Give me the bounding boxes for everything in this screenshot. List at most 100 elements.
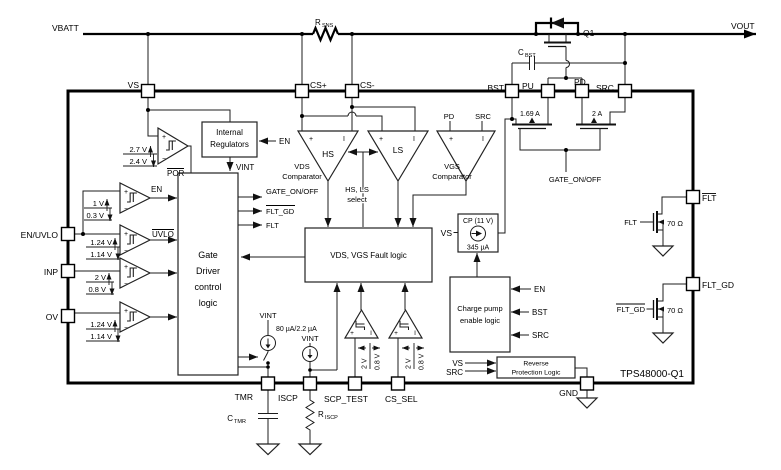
tmr-pin-label: TMR (235, 392, 253, 402)
svg-text:Protection Logic: Protection Logic (512, 370, 561, 377)
hs-label: HS (322, 149, 334, 159)
riscp-label: R (318, 410, 324, 419)
cs-plus-pin-label: CS+ (310, 80, 327, 90)
svg-text:+: + (350, 330, 354, 337)
ctmr-label: C (227, 414, 233, 423)
pin-cs-minus (344, 83, 360, 99)
pin-inp (60, 263, 76, 279)
svg-text:1.14 V: 1.14 V (90, 250, 112, 259)
fault-logic-block (304, 227, 433, 283)
en-uvlo-pin-label: EN/UVLO (21, 230, 59, 240)
svg-text:1 V: 1 V (93, 199, 104, 208)
part-number: TPS48000-Q1 (620, 369, 684, 380)
pins (60, 83, 701, 391)
svg-text:2 V: 2 V (362, 358, 369, 369)
svg-text:2 V: 2 V (406, 358, 413, 369)
flt-gd-output-circuit (616, 283, 687, 344)
labels: VBATT VOUT R SNS Q1 C BST VS CS+ CS- BST… (21, 18, 755, 425)
ground-symbol (297, 443, 323, 456)
svg-text:I: I (482, 136, 484, 143)
svg-text:SNS: SNS (322, 23, 334, 29)
riscp-resistor (305, 390, 315, 444)
svg-text:TMR: TMR (234, 419, 246, 425)
vds-hs-comparator (296, 130, 360, 183)
gate-driver-block (177, 172, 239, 376)
iscp-vint-label: VINT (301, 334, 319, 343)
cp-current: 345 µA (467, 245, 490, 252)
flt-gd-gate-label: FLT_GD (617, 305, 646, 314)
vds-comparator-caption: VDS (294, 162, 309, 171)
ov-comparator (119, 301, 152, 333)
svg-text:Reverse: Reverse (523, 361, 549, 368)
cs-sel-pin-label: CS_SEL (385, 394, 418, 404)
vs-por-section (123, 97, 276, 173)
cbst-capacitor (512, 56, 625, 70)
svg-text:control: control (194, 282, 221, 292)
ls-label: LS (393, 145, 404, 155)
pin-en-uvlo (60, 226, 76, 242)
svg-text:enable logic: enable logic (460, 316, 500, 325)
q1-label: Q1 (583, 28, 595, 38)
vint-label: VINT (236, 163, 254, 172)
cp-title: CP (11 V) (463, 218, 493, 225)
svg-text:Internal: Internal (216, 128, 243, 137)
svg-text:logic: logic (199, 298, 218, 308)
pin-flt-gd (685, 276, 701, 292)
gnd-pin-label: GND (559, 388, 578, 398)
ov-pin-label: OV (46, 312, 59, 322)
bst-pin-label: BST (487, 83, 504, 93)
svg-text:+: + (449, 136, 453, 143)
svg-text:+: + (124, 231, 128, 238)
svg-text:Charge pump: Charge pump (457, 304, 502, 313)
svg-text:+: + (162, 134, 166, 141)
q1-body-diode (551, 17, 564, 29)
vgs-src-label: SRC (475, 112, 491, 121)
junction-dots (81, 32, 627, 372)
tmr-current-label: 80 µA/2.2 µA (276, 326, 317, 333)
flt-out-label: FLT (266, 221, 279, 230)
svg-text:0.3 V: 0.3 V (86, 211, 104, 220)
q1-mosfet (544, 34, 571, 78)
svg-text:I: I (370, 330, 372, 337)
vout-label: VOUT (731, 21, 755, 31)
gate-driver-section (177, 172, 305, 376)
svg-text:select: select (347, 195, 368, 204)
vds-vgs-section (296, 97, 497, 370)
cp-vs-label: VS (441, 228, 453, 238)
cp-to-bst-wire (498, 118, 517, 234)
svg-text:2.7 V: 2.7 V (129, 145, 147, 154)
ground-symbol (651, 245, 675, 257)
pin-iscp (302, 376, 318, 391)
vbatt-label: VBATT (52, 23, 79, 33)
inp-comparator (119, 257, 152, 289)
hs-ls-select-label: HS, LS (345, 185, 369, 194)
svg-text:0.8 V: 0.8 V (88, 285, 106, 294)
svg-text:1.24 V: 1.24 V (90, 320, 112, 329)
svg-text:70 Ω: 70 Ω (667, 306, 683, 315)
svg-text:Driver: Driver (196, 266, 220, 276)
svg-text:−: − (124, 325, 128, 332)
top-rail (83, 17, 756, 85)
pin-vs (140, 83, 156, 99)
cpe-en-label: EN (534, 285, 545, 294)
ground-symbol (255, 443, 281, 456)
svg-text:+: + (379, 136, 383, 143)
svg-text:+: + (309, 136, 313, 143)
pd-pin-label: PD (574, 77, 586, 87)
src-pin-label: SRC (596, 83, 614, 93)
charge-pump-enable-block (449, 276, 511, 353)
tmr-vint-label: VINT (259, 311, 277, 320)
svg-text:−: − (124, 281, 128, 288)
pin-ov (60, 308, 76, 324)
ground-symbol (575, 397, 599, 409)
svg-text:I: I (414, 330, 416, 337)
svg-text:+: + (124, 189, 128, 196)
pin-pu (540, 83, 556, 99)
rp-vs-label: VS (452, 359, 463, 368)
svg-text:+: + (124, 264, 128, 271)
uvlo-comparator (119, 224, 152, 256)
pin-gnd (579, 376, 595, 391)
flt-gd-out-label: FLT_GD (266, 207, 295, 216)
svg-text:+: + (394, 330, 398, 337)
